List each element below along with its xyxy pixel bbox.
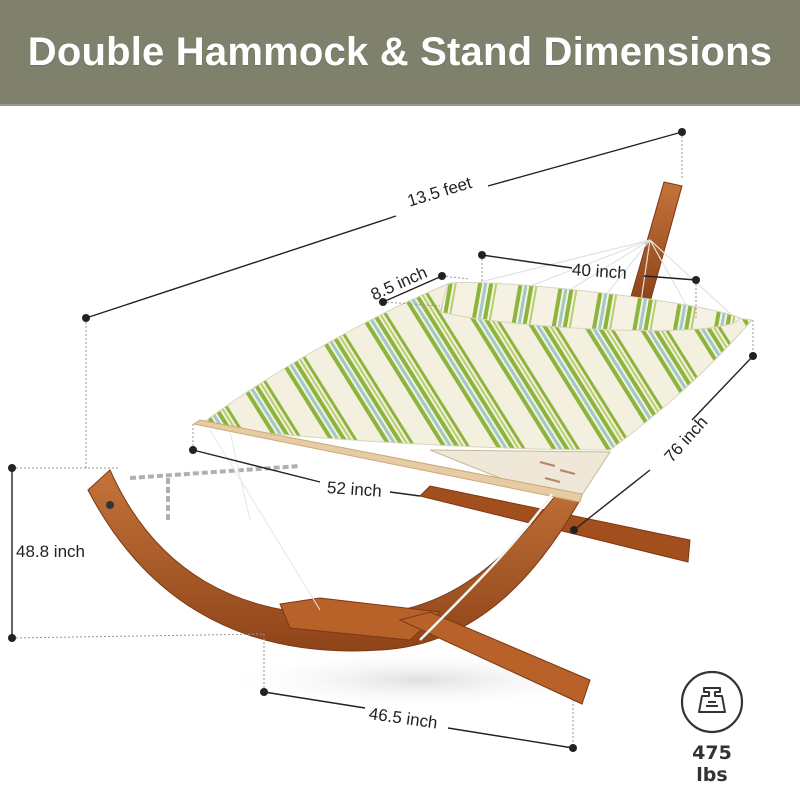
weight-capacity-badge: 475 lbs <box>674 670 750 786</box>
bolt <box>106 501 114 509</box>
extension-lines <box>11 132 754 748</box>
stand-front-leg <box>398 611 591 705</box>
hammock-illustration <box>8 128 757 752</box>
spreader-bar <box>192 419 583 503</box>
dimension-pillow-width: 40 inch <box>571 260 628 283</box>
netting-gaps <box>539 461 576 483</box>
dimension-endpoints <box>8 128 757 752</box>
hanging-chain <box>129 464 301 480</box>
weight-capacity-label: 475 lbs <box>692 742 732 786</box>
title-banner: Double Hammock & Stand Dimensions <box>0 0 800 106</box>
weight-icon <box>680 670 744 734</box>
diagram-stage: 13.5 feet 8.5 inch 40 inch 76 inch 52 in… <box>0 106 800 800</box>
hammock-pillow <box>439 281 741 332</box>
dimension-stand-height: 48.8 inch <box>16 542 85 561</box>
anchor-rope <box>419 493 554 641</box>
suspension-ropes-left <box>209 429 321 611</box>
page-title: Double Hammock & Stand Dimensions <box>27 29 773 74</box>
dimension-spreader-width: 52 inch <box>326 478 383 501</box>
dimension-lines <box>11 131 754 749</box>
